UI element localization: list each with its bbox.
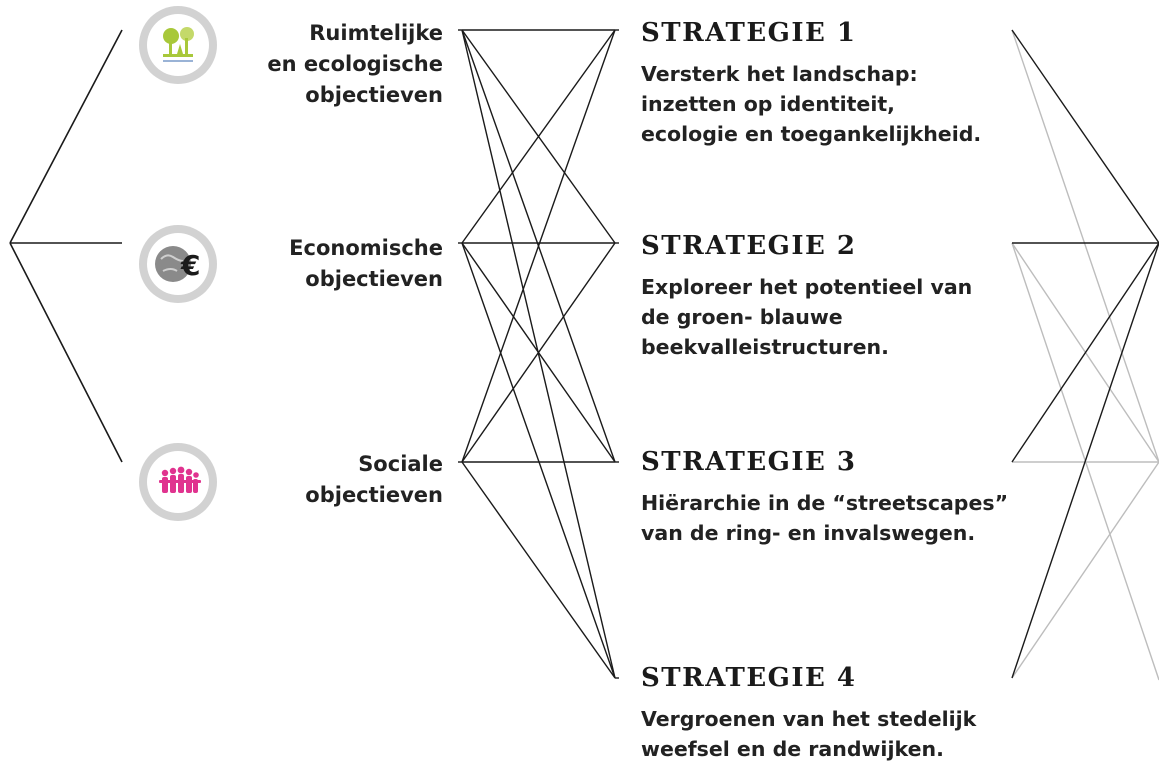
ecology-icon	[139, 6, 217, 84]
strategy-description: Versterk het landschap: inzetten op iden…	[641, 62, 982, 146]
link-objective-3-strategy-2	[461, 242, 616, 463]
tree-branch-top	[9, 29, 123, 244]
link-objective-3-strategy-1	[461, 29, 616, 463]
objective-label-social: Sociale objectieven	[305, 452, 443, 507]
strategy-title: STRATEGIE 1	[641, 18, 857, 48]
tree-branch-bottom	[9, 242, 123, 463]
objective-strategy-links	[458, 29, 619, 679]
svg-text:€: €	[180, 249, 200, 282]
objective-label-spatial-ecological: Ruimtelijke en ecologische objectieven	[267, 21, 443, 107]
strategy-title: STRATEGIE 2	[641, 231, 857, 261]
link-objective-3-strategy-4	[461, 461, 616, 679]
strategy-block-3: STRATEGIE 3 Hiërarchie in de “streetscap…	[641, 445, 1141, 548]
link-objective-2-strategy-1	[461, 29, 616, 244]
link-objective-1-strategy-4	[461, 29, 616, 679]
strategy-block-1: STRATEGIE 1 Versterk het landschap: inze…	[641, 16, 1141, 149]
link-objective-2-strategy-4	[461, 242, 616, 679]
strategy-block-2: STRATEGIE 2 Exploreer het potentieel van…	[641, 229, 1141, 362]
strategy-description: Exploreer het potentieel van de groen- b…	[641, 275, 973, 359]
right-fan-links	[1011, 29, 1159, 681]
strategy-title: STRATEGIE 4	[641, 663, 857, 693]
economy-euro-icon: €	[139, 225, 217, 303]
strategy-block-4: STRATEGIE 4 Vergroenen van het stedelijk…	[641, 661, 1141, 764]
social-people-icon	[139, 443, 217, 521]
strategy-title: STRATEGIE 3	[641, 447, 857, 477]
strategy-description: Hiërarchie in de “streetscapes” van de r…	[641, 491, 1009, 545]
objective-label-economic: Economische objectieven	[289, 236, 443, 291]
strategy-description: Vergroenen van het stedelijk weefsel en …	[641, 707, 977, 761]
